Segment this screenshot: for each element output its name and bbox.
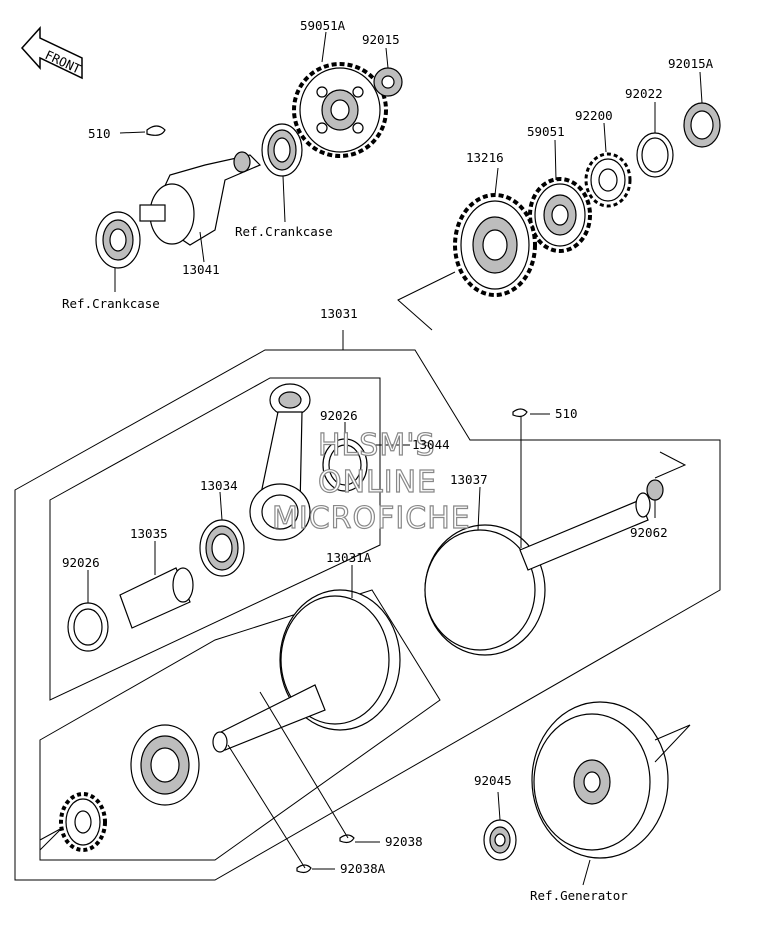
label-13037: 13037 — [450, 472, 488, 487]
assembly-frame-13031 — [14, 349, 721, 881]
bearing-crankcase-top — [261, 123, 303, 177]
label-92015: 92015 — [362, 32, 400, 47]
bearing-13031A — [130, 724, 200, 806]
label-92045: 92045 — [474, 773, 512, 788]
plug-92062 — [646, 479, 664, 501]
needle-bearing-13034 — [199, 519, 245, 577]
label-59051A: 59051A — [300, 18, 346, 33]
nut-92015 — [373, 67, 403, 97]
bearing-crankcase-left — [95, 211, 141, 269]
flywheel-13037 — [424, 492, 651, 656]
sprocket-gear — [59, 792, 107, 852]
lockwasher-92200 — [584, 152, 632, 208]
gear-59051 — [528, 177, 592, 253]
label-ref-generator: Ref.Generator — [530, 888, 628, 903]
watermark-line-2: ONLINE — [318, 465, 437, 500]
conrod-frame — [49, 377, 381, 701]
bearing-92045 — [483, 819, 517, 861]
washer-92022 — [636, 132, 674, 178]
nut-92015A — [683, 102, 721, 148]
washer-92026-top — [322, 438, 368, 492]
generator-rotor — [531, 701, 669, 859]
connecting-rod-13037 — [249, 383, 311, 541]
label-92026-top: 92026 — [320, 408, 358, 423]
label-13035: 13035 — [130, 526, 168, 541]
leader-lines — [87, 31, 703, 886]
label-92200: 92200 — [575, 108, 613, 123]
watermark-line-3: MICROFICHE — [272, 501, 471, 536]
watermark: HLSM'S ONLINE MICROFICHE — [271, 427, 471, 536]
label-510-mid: 510 — [555, 406, 578, 421]
flywheel-13031A — [212, 589, 401, 753]
crankpin-13035 — [119, 567, 194, 629]
key-92038A — [296, 864, 312, 874]
part-labels: 59051A 92015 92015A 510 92022 92200 5905… — [62, 18, 714, 903]
label-92062: 92062 — [630, 525, 668, 540]
label-13034: 13034 — [200, 478, 238, 493]
key-510-mid — [512, 408, 528, 418]
key-92038 — [339, 834, 355, 844]
label-92026-left: 92026 — [62, 555, 100, 570]
washer-92026-left — [67, 602, 109, 652]
label-92038: 92038 — [385, 834, 423, 849]
label-ref-crankcase-1: Ref.Crankcase — [235, 224, 333, 239]
gear-59051A — [292, 62, 388, 158]
front-arrow-icon: FRONT — [20, 26, 84, 80]
label-13041: 13041 — [182, 262, 220, 277]
label-92022: 92022 — [625, 86, 663, 101]
label-13044: 13044 — [412, 437, 450, 452]
label-13216: 13216 — [466, 150, 504, 165]
gear-13216 — [453, 193, 537, 297]
label-13031: 13031 — [320, 306, 358, 321]
label-92038A: 92038A — [340, 861, 386, 876]
label-510-top: 510 — [88, 126, 111, 141]
key-510-top — [146, 125, 166, 136]
crank-frame-13031A — [39, 589, 441, 861]
balancer-shaft-13041 — [139, 151, 262, 246]
label-92015A: 92015A — [668, 56, 714, 71]
label-59051: 59051 — [527, 124, 565, 139]
watermark-line-1: HLSM'S — [318, 428, 436, 463]
label-ref-crankcase-2: Ref.Crankcase — [62, 296, 160, 311]
label-13031A: 13031A — [326, 550, 372, 565]
